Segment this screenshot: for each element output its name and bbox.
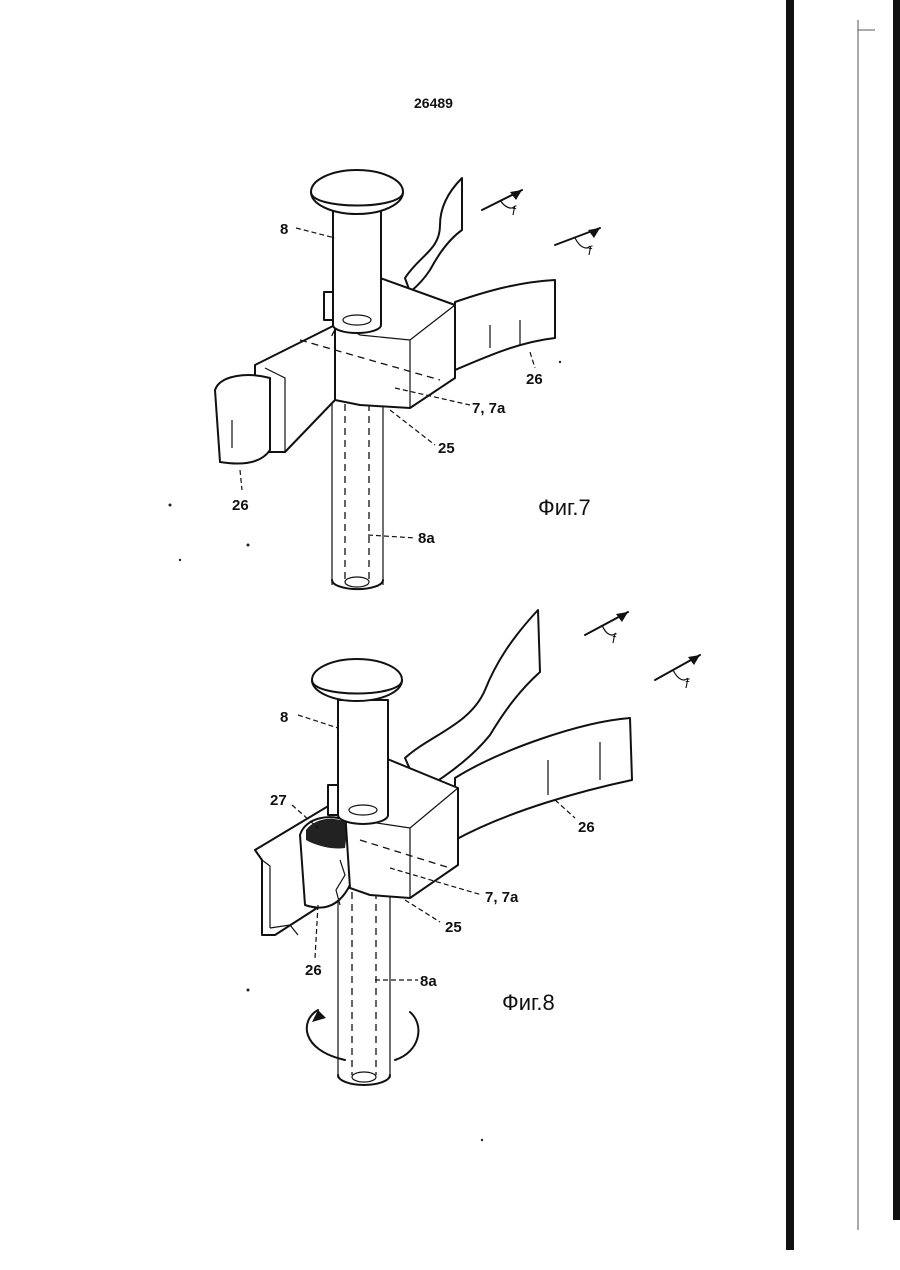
scan-speck [247,989,250,992]
fig7-leader-housing [390,410,435,445]
fig8-caption: Фиг.8 [502,990,555,1015]
fig8-leader-tape-right [555,800,575,818]
fig8-label-insert: 27 [270,792,287,809]
fig8-lug [328,785,338,815]
fig8-label-housing: 25 [445,919,462,936]
fig7-label-pin: 8 [280,221,288,238]
fig8-label-pin: 8 [280,709,288,726]
fig8-rotation-arrow [307,1010,419,1060]
fig7-tape-left [215,375,270,463]
page-edge-bar [786,0,794,1250]
scan-speck [481,1139,483,1141]
fig8-label-tape-right: 26 [578,819,595,836]
figure-8: f f 8 27 7, 7a 25 8a 26 26 Фиг.8 [255,610,700,1085]
page-edge-strip [893,0,900,1220]
fig7-pin-bore-end [345,577,369,587]
fig7-label-tape-left: 26 [232,497,249,514]
fig7-label-f1: f [512,203,517,218]
fig7-tape-right [455,280,555,370]
fig8-label-bore: 8a [420,973,437,990]
fig8-label-tape-left: 26 [305,962,322,979]
page-number: 26489 [414,95,453,111]
fig7-label-axis: 7, 7a [472,400,506,417]
fig7-label-tape-right: 26 [526,371,543,388]
fig8-pin-head [312,659,402,701]
scan-speck [179,559,181,561]
fig8-leader-tape-left [315,905,318,958]
fig7-label-housing: 25 [438,440,455,457]
fig7-pin-end [332,580,383,589]
fig8-label-f2: f [685,676,690,691]
fig7-tape-upper [405,178,462,292]
fig8-label-axis: 7, 7a [485,889,519,906]
fig7-arrow-f2 [555,228,600,248]
fig7-label-bore: 8a [418,530,435,547]
scan-speck [247,544,250,547]
fig8-arrow-f2 [655,655,700,680]
fig8-pin-end [338,1075,390,1085]
fig7-pin-head [311,170,403,214]
scan-speck [169,504,172,507]
fig7-label-f2: f [588,243,593,258]
fig8-leader-housing [405,900,440,922]
fig8-leader-pin [298,715,338,728]
figure-7: f f 8 7, 7a 25 8a 26 26 Фиг.7 [215,170,600,589]
fig8-arrow-f1 [585,612,628,635]
fig7-leader-tape-right [530,352,535,368]
fig7-leader-pin [296,228,335,238]
fig7-leader-tape-left [240,470,242,490]
fig7-leader-bore [368,535,416,538]
fig8-pin-bore-end [352,1072,376,1082]
fig7-arrow-f1 [482,190,522,210]
scan-speck [559,361,561,363]
fig7-caption: Фиг.7 [538,495,591,520]
